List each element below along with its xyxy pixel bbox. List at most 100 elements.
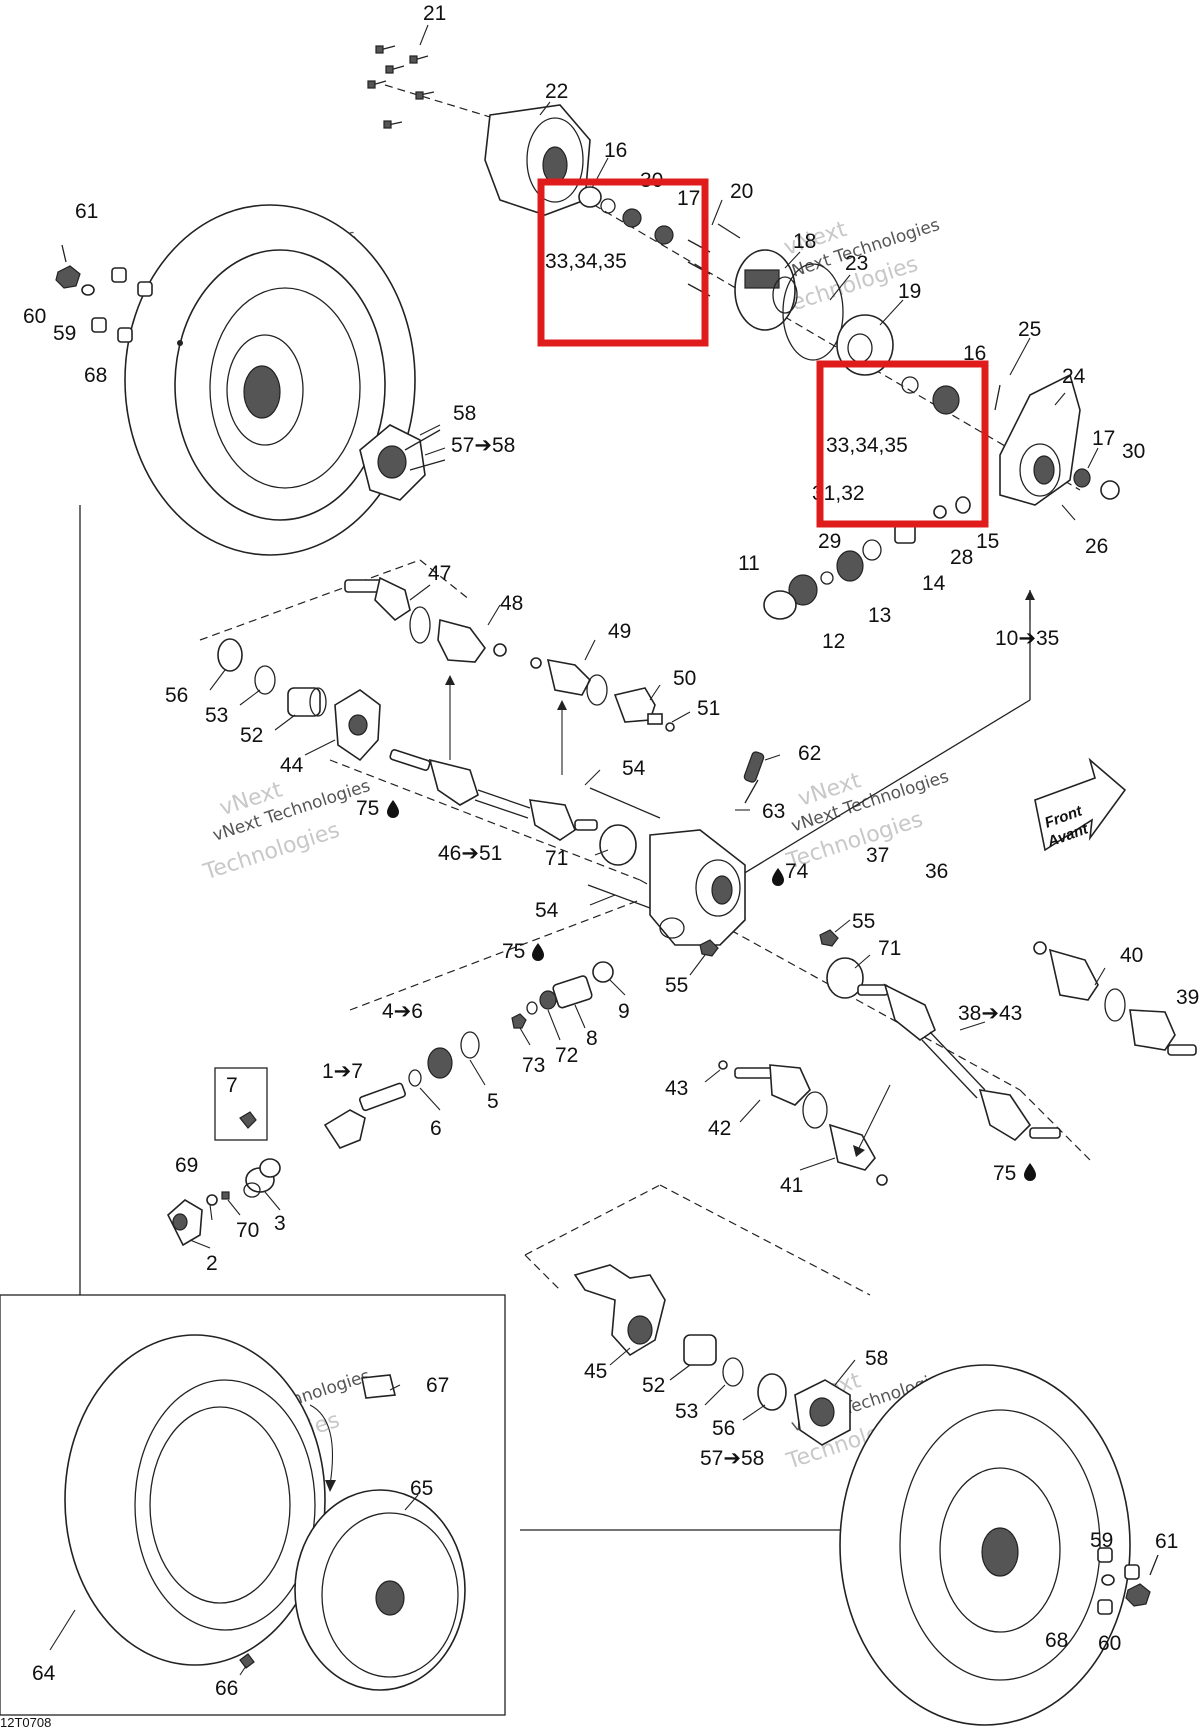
front-direction-arrow: Front Avant [1034, 757, 1127, 852]
callout-60-upper: 60 [23, 305, 46, 328]
housing-22 [484, 104, 591, 216]
callout-33-34-35-lower: 33,34,35 [826, 434, 908, 457]
boot-41 [828, 1123, 888, 1186]
highlight-box-lower [816, 360, 989, 528]
callout-13: 13 [868, 604, 891, 627]
coupling-parts-4-6 [408, 1031, 480, 1087]
callout-65: 65 [410, 1477, 433, 1500]
callout-54-upper: 54 [622, 757, 646, 780]
pinion-parts [763, 496, 971, 620]
callout-71-right: 71 [878, 937, 901, 960]
boot-40 [1033, 941, 1126, 1022]
nut-55-lower [699, 939, 719, 957]
callout-17-upper: 17 [677, 187, 700, 210]
seal-71-right [826, 957, 864, 999]
callout-4-6: 4➔6 [382, 1000, 423, 1023]
bearing-group-lower [683, 1334, 787, 1411]
callout-73: 73 [522, 1054, 545, 1077]
callout-3: 3 [274, 1212, 286, 1235]
valve-stem-66 [239, 1653, 255, 1669]
callout-56-lower: 56 [712, 1417, 735, 1440]
callout-68-lower: 68 [1045, 1629, 1068, 1652]
callout-44: 44 [280, 754, 304, 777]
watermark-mid-right: vNext vNext Technologies Technologies [783, 767, 951, 875]
callout-12: 12 [822, 630, 845, 653]
callout-23: 23 [845, 252, 868, 275]
callout-69: 69 [175, 1154, 198, 1177]
callout-26: 26 [1085, 535, 1108, 558]
drive-shaft-38 [857, 983, 1061, 1142]
callout-17-right: 17 [1092, 427, 1115, 450]
callout-72: 72 [555, 1044, 578, 1067]
callout-21: 21 [423, 2, 446, 25]
nut-55-upper [819, 929, 839, 947]
callout-55-upper: 55 [852, 910, 875, 933]
callout-57-58-lower: 57➔58 [700, 1447, 764, 1470]
callout-16-lower: 16 [963, 342, 986, 365]
highlight-box-upper [537, 178, 709, 347]
bearing-group-56-53-52 [217, 638, 327, 717]
callout-47: 47 [428, 562, 451, 585]
callout-52-lower: 52 [642, 1374, 665, 1397]
bolts-21 [367, 45, 435, 129]
callout-9: 9 [618, 1000, 630, 1023]
callout-1-7: 1➔7 [322, 1060, 363, 1083]
callout-54-lower: 54 [535, 899, 559, 922]
lug-nuts-top-left [55, 244, 153, 343]
oil-drop-icons [387, 800, 1036, 1181]
callout-53-lower: 53 [675, 1400, 698, 1423]
callout-75-right: 75 [993, 1162, 1016, 1185]
callout-15: 15 [976, 530, 999, 553]
callout-16-upper: 16 [604, 139, 627, 162]
callout-61-upper: 61 [75, 200, 98, 223]
seal-71-left [599, 824, 637, 866]
callout-70: 70 [236, 1219, 259, 1242]
wheel-hub-top [359, 424, 446, 501]
callout-7: 7 [226, 1074, 238, 1097]
leader-lines [49, 24, 1106, 1676]
callout-43: 43 [665, 1077, 688, 1100]
callout-57-58-upper: 57➔58 [451, 434, 515, 457]
callout-42: 42 [708, 1117, 731, 1140]
callout-68-upper: 68 [84, 364, 107, 387]
callout-59-lower: 59 [1090, 1529, 1113, 1552]
callout-25: 25 [1018, 318, 1041, 341]
callout-63: 63 [762, 800, 785, 823]
callout-22: 22 [545, 80, 568, 103]
callout-29: 29 [818, 530, 841, 553]
bolt-54-lower [587, 884, 651, 909]
callout-61-lower: 61 [1155, 1530, 1178, 1553]
callout-18: 18 [793, 230, 816, 253]
callout-59-upper: 59 [53, 322, 76, 345]
lug-nuts-bottom-right [1097, 1547, 1159, 1615]
callout-67: 67 [426, 1374, 449, 1397]
knuckle-45 [573, 1264, 666, 1357]
callout-5: 5 [487, 1090, 499, 1113]
seal-bearing-group-upper [578, 186, 674, 245]
callout-49: 49 [608, 620, 631, 643]
callout-52-upper: 52 [240, 724, 263, 747]
bolts-20 [687, 223, 741, 297]
callout-58-lower: 58 [865, 1347, 888, 1370]
callout-40: 40 [1120, 944, 1143, 967]
u-joint-3 [243, 1158, 281, 1198]
wheel-top-left [124, 204, 416, 556]
callout-36: 36 [925, 860, 948, 883]
callout-46-51: 46➔51 [438, 842, 502, 865]
bolt-54-upper [589, 787, 661, 819]
wheel-hub-lower [794, 1379, 851, 1446]
screw-70 [221, 1191, 230, 1200]
callout-50: 50 [673, 667, 696, 690]
callout-48: 48 [500, 592, 523, 615]
cv-joint-39 [1129, 1009, 1197, 1056]
callout-24: 24 [1062, 365, 1086, 388]
callout-56-upper: 56 [165, 684, 188, 707]
callout-39: 39 [1176, 986, 1199, 1009]
knuckle-44 [334, 689, 381, 762]
boot-49 [530, 657, 608, 706]
o-ring-23 [782, 263, 844, 361]
connector-line-diagonal [699, 699, 1031, 901]
callout-14: 14 [922, 572, 946, 595]
cv-joint-50 [613, 687, 663, 725]
yoke-2 [167, 1199, 203, 1247]
